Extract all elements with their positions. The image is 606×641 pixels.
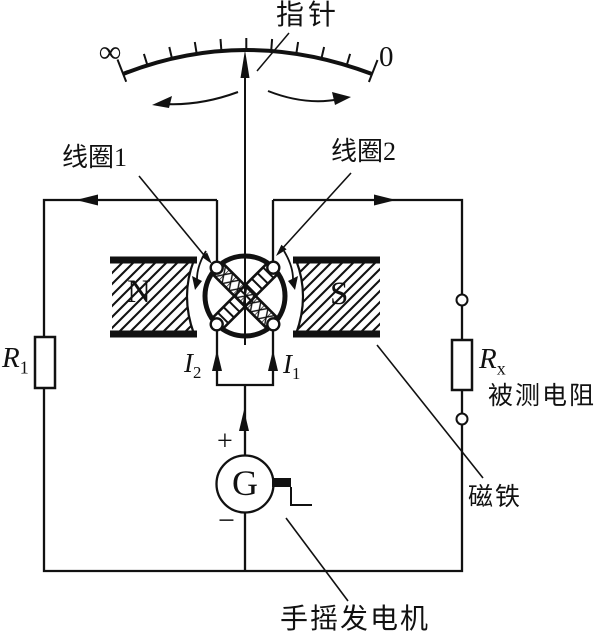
scale-arc [122, 48, 373, 76]
pointer-label: 指针 [276, 0, 341, 31]
tested-resistor-label: 被测电阻 [488, 383, 597, 410]
i2-label: I2 [184, 348, 202, 382]
current-arrows [76, 194, 396, 431]
arrow-top-right [374, 194, 396, 206]
s-pole-label: S [330, 276, 349, 312]
resistor-rx [450, 338, 474, 392]
arrow-i2 [212, 350, 222, 371]
pointer-leader-line [256, 32, 290, 72]
scale-zero-label: 0 [379, 41, 394, 73]
arrow-generator-out [239, 410, 249, 431]
arrow-top-left [76, 194, 98, 206]
scale-ticks [116, 38, 379, 83]
generator-plus-label: + [217, 426, 233, 457]
scale-infinity-label: ∞ [99, 34, 122, 69]
rx-label: Rx [479, 343, 506, 379]
generator-minus-label: − [218, 504, 235, 537]
arrow-i1 [268, 350, 278, 371]
crank-shaft [272, 478, 291, 487]
coil1-leader [138, 175, 209, 261]
outer-loop-wire [42, 198, 464, 573]
n-pole-label: N [127, 274, 151, 310]
coil2-label: 线圈2 [331, 137, 397, 166]
coil1-label: 线圈1 [62, 143, 128, 172]
magnet-s-pole [293, 256, 380, 338]
swing-arrow-right [267, 90, 351, 105]
leader-lines [138, 172, 484, 602]
terminal-bottom [455, 412, 469, 426]
coil1-leader-arrow [201, 252, 212, 264]
moving-coil [202, 253, 288, 339]
magnet-n-pole [110, 256, 197, 338]
generator-label: G [232, 463, 258, 503]
r1-label: R1 [2, 342, 29, 378]
magnet-label: 磁铁 [468, 484, 523, 511]
coil-end-terminals [209, 260, 281, 332]
coil2-leader-arrow [276, 244, 287, 256]
hand-generator-leader [285, 517, 349, 602]
field-arrow-right [283, 250, 298, 290]
magnet-leader [376, 344, 484, 479]
coil2-leader [280, 172, 352, 251]
i1-label: I1 [283, 349, 301, 383]
terminal-top [455, 293, 469, 307]
resistor-r1 [33, 335, 57, 390]
field-arrow-left [192, 250, 207, 290]
crank-handle [290, 487, 312, 506]
generator-symbol [215, 454, 312, 514]
hand-generator-label: 手摇发电机 [280, 604, 431, 635]
swing-arrow-left [152, 91, 239, 108]
meter-scale [116, 32, 379, 345]
coil-frame-circle [202, 253, 288, 339]
coil-top-leads [215, 200, 275, 263]
